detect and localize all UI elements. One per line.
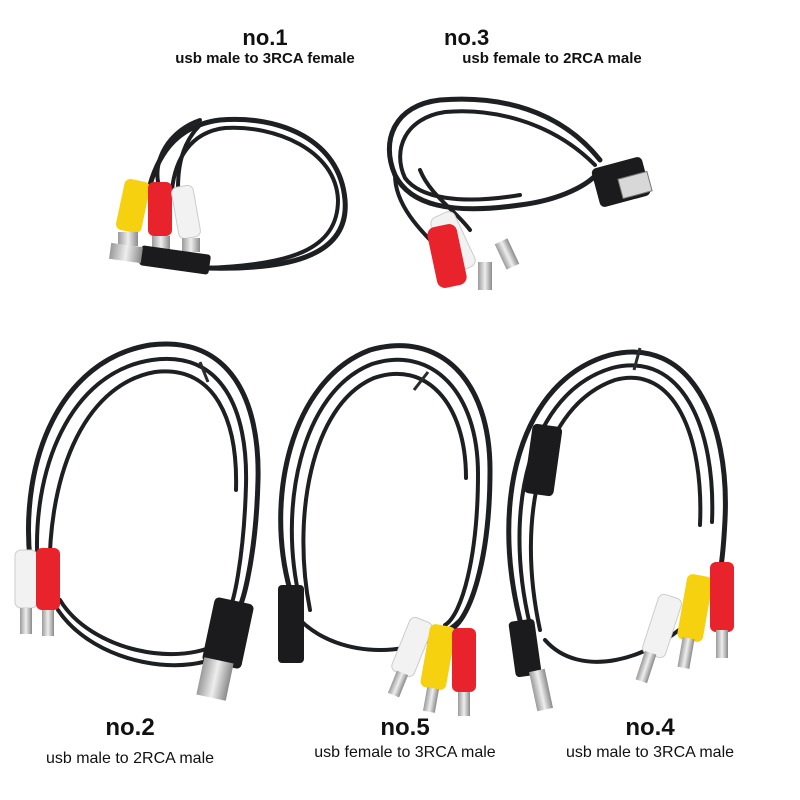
cable-no1 — [147, 116, 348, 271]
usb-female-connector-no5 — [278, 585, 304, 663]
product-number: no.1 — [242, 25, 288, 50]
cable-no5 — [278, 343, 493, 652]
product-number: no.2 — [105, 714, 155, 741]
product-number: no.5 — [380, 714, 430, 741]
product-label-no4: no.4 usb male to 3RCA male — [530, 716, 770, 762]
product-description: usb male to 2RCA male — [45, 750, 215, 767]
product-label-no5: no.5 usb female to 3RCA male — [280, 716, 530, 762]
product-number: no.4 — [625, 714, 675, 741]
product-description: usb male to 3RCA female — [175, 50, 355, 67]
product-label-no2: no.2 usb male to 2RCA male — [0, 716, 260, 768]
product-description: usb male to 3RCA male — [565, 744, 735, 761]
cable-no4 — [506, 349, 728, 664]
rca-male-connectors-no2 — [14, 548, 60, 636]
usb-female-connector-no3 — [591, 157, 653, 207]
product-description: usb female to 2RCA male — [462, 50, 642, 67]
rca-male-connectors-no3 — [427, 211, 520, 290]
usb-male-connector-no1 — [109, 242, 211, 275]
product-description: usb female to 3RCA male — [314, 744, 496, 761]
usb-male-connector-no4 — [508, 618, 553, 712]
cable-no3 — [386, 96, 603, 252]
rca-male-connectors-no5 — [387, 616, 476, 716]
product-label-no1: no.1 usb male to 3RCA female — [140, 26, 390, 68]
product-number: no.3 — [444, 25, 490, 50]
splitter-block-no4 — [523, 423, 563, 497]
usb-male-connector-no2 — [196, 597, 254, 701]
rca-male-connectors-no4 — [635, 562, 734, 684]
twist-ties — [198, 347, 642, 391]
rca-female-connectors-no1 — [115, 178, 201, 252]
product-label-no3: no.3 usb female to 2RCA male — [422, 26, 682, 68]
